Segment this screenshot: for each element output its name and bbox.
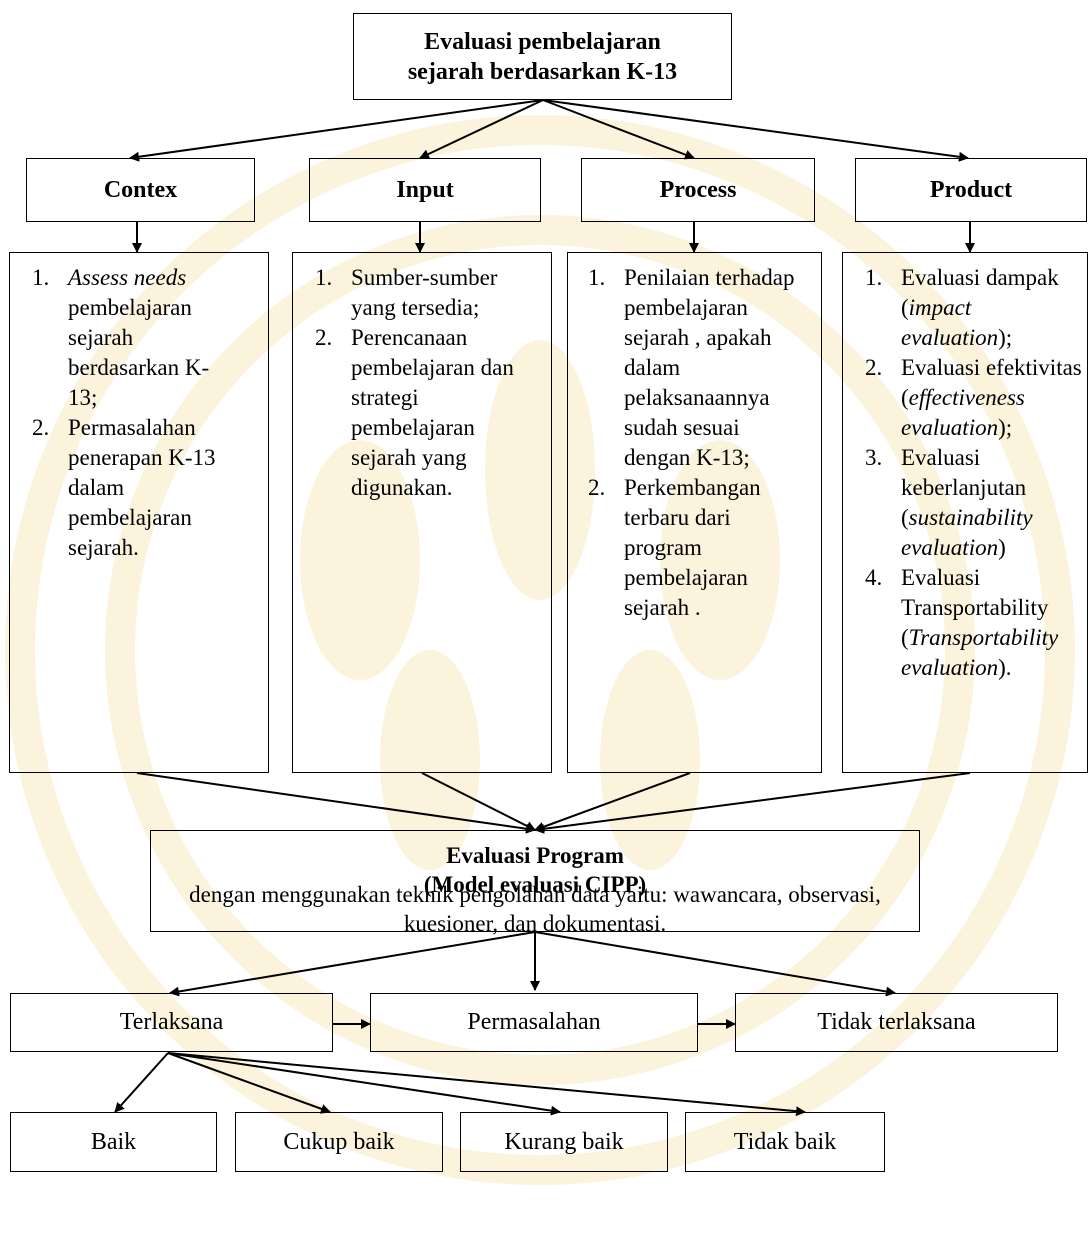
- arrow-top-to-product: [542, 99, 969, 162]
- input-item-2: 2. Perencanaan pembelajaran dan strategi…: [315, 325, 514, 500]
- product-details: 1. Evaluasi dampak (impact evaluation); …: [842, 252, 1088, 773]
- arrow-program-to-terlaksana: [169, 931, 536, 997]
- rating-tidak-baik: Tidak baik: [685, 1112, 885, 1172]
- process-item-2: 2. Perkembangan terbaru dari program pem…: [588, 475, 761, 620]
- outcome-tidak-terlaksana: Tidak terlaksana: [735, 993, 1058, 1052]
- arrow-to-cukup-baik: [167, 1052, 331, 1114]
- component-contex-title: Contex: [103, 176, 178, 203]
- component-process: Process: [581, 158, 815, 222]
- component-product: Product: [855, 158, 1087, 222]
- root-box: Evaluasi pembelajaran sejarah berdasarka…: [353, 13, 732, 100]
- outcome-terlaksana: Terlaksana: [10, 993, 333, 1052]
- arrow-program-to-tidak-terlaksana: [534, 931, 896, 997]
- program-evaluation-frame: [150, 830, 920, 932]
- component-product-title: Product: [929, 176, 1013, 203]
- outcome-permasalahan: Permasalahan: [370, 993, 698, 1052]
- product-item-2: 2. Evaluasi efektivitas (effectiveness e…: [865, 355, 1082, 440]
- arrow-contex-to-program: [136, 772, 536, 834]
- arrow-input-to-program: [421, 772, 536, 831]
- arrow-top-to-process: [542, 99, 695, 160]
- input-item-1: 1. Sumber-sumber yang tersedia;: [315, 265, 498, 320]
- arrow-process-to-program: [534, 772, 691, 832]
- contex-item-1: 1. Assess needs pembelajaran sejarah ber…: [32, 265, 210, 410]
- component-input-title: Input: [396, 176, 454, 203]
- root-title-line2: sejarah berdasarkan K-13: [407, 58, 678, 85]
- input-details: 1. Sumber-sumber yang tersedia; 2. Peren…: [292, 252, 552, 773]
- component-input: Input: [309, 158, 541, 222]
- process-item-1: 1. Penilaian terhadap pembelajaran sejar…: [588, 265, 795, 470]
- product-item-3: 3. Evaluasi keberlanjutan (sustainabilit…: [865, 445, 1033, 560]
- root-title-line1: Evaluasi pembelajaran: [424, 28, 661, 55]
- arrow-product-to-program: [534, 772, 971, 834]
- contex-item-2: 2. Permasalahan penerapan K-13 dalam pem…: [32, 415, 216, 560]
- rating-baik: Baik: [10, 1112, 217, 1172]
- program-title: Evaluasi Program: [446, 843, 624, 868]
- program-evaluation-box: Evaluasi Program (Model evaluasi CIPP): [150, 830, 920, 932]
- arrow-top-to-contex: [129, 99, 544, 162]
- product-item-4: 4. Evaluasi Transportability (Transporta…: [865, 565, 1059, 680]
- process-details: 1. Penilaian terhadap pembelajaran sejar…: [567, 252, 822, 773]
- program-description: dengan menggunakan teknik pengolahan dat…: [189, 882, 881, 936]
- contex-details: 1. Assess needs pembelajaran sejarah ber…: [9, 252, 269, 773]
- program-subtitle: (Model evaluasi CIPP): [423, 872, 647, 897]
- arrow-to-baik: [114, 1052, 169, 1113]
- rating-cukup-baik: Cukup baik: [235, 1112, 443, 1172]
- product-item-1: 1. Evaluasi dampak (impact evaluation);: [865, 265, 1059, 350]
- rating-kurang-baik: Kurang baik: [460, 1112, 668, 1172]
- arrow-to-kurang-baik: [167, 1052, 561, 1116]
- component-process-title: Process: [659, 176, 737, 203]
- arrow-to-tidak-baik: [167, 1052, 806, 1117]
- component-contex: Contex: [26, 158, 255, 222]
- arrow-top-to-input: [419, 99, 544, 159]
